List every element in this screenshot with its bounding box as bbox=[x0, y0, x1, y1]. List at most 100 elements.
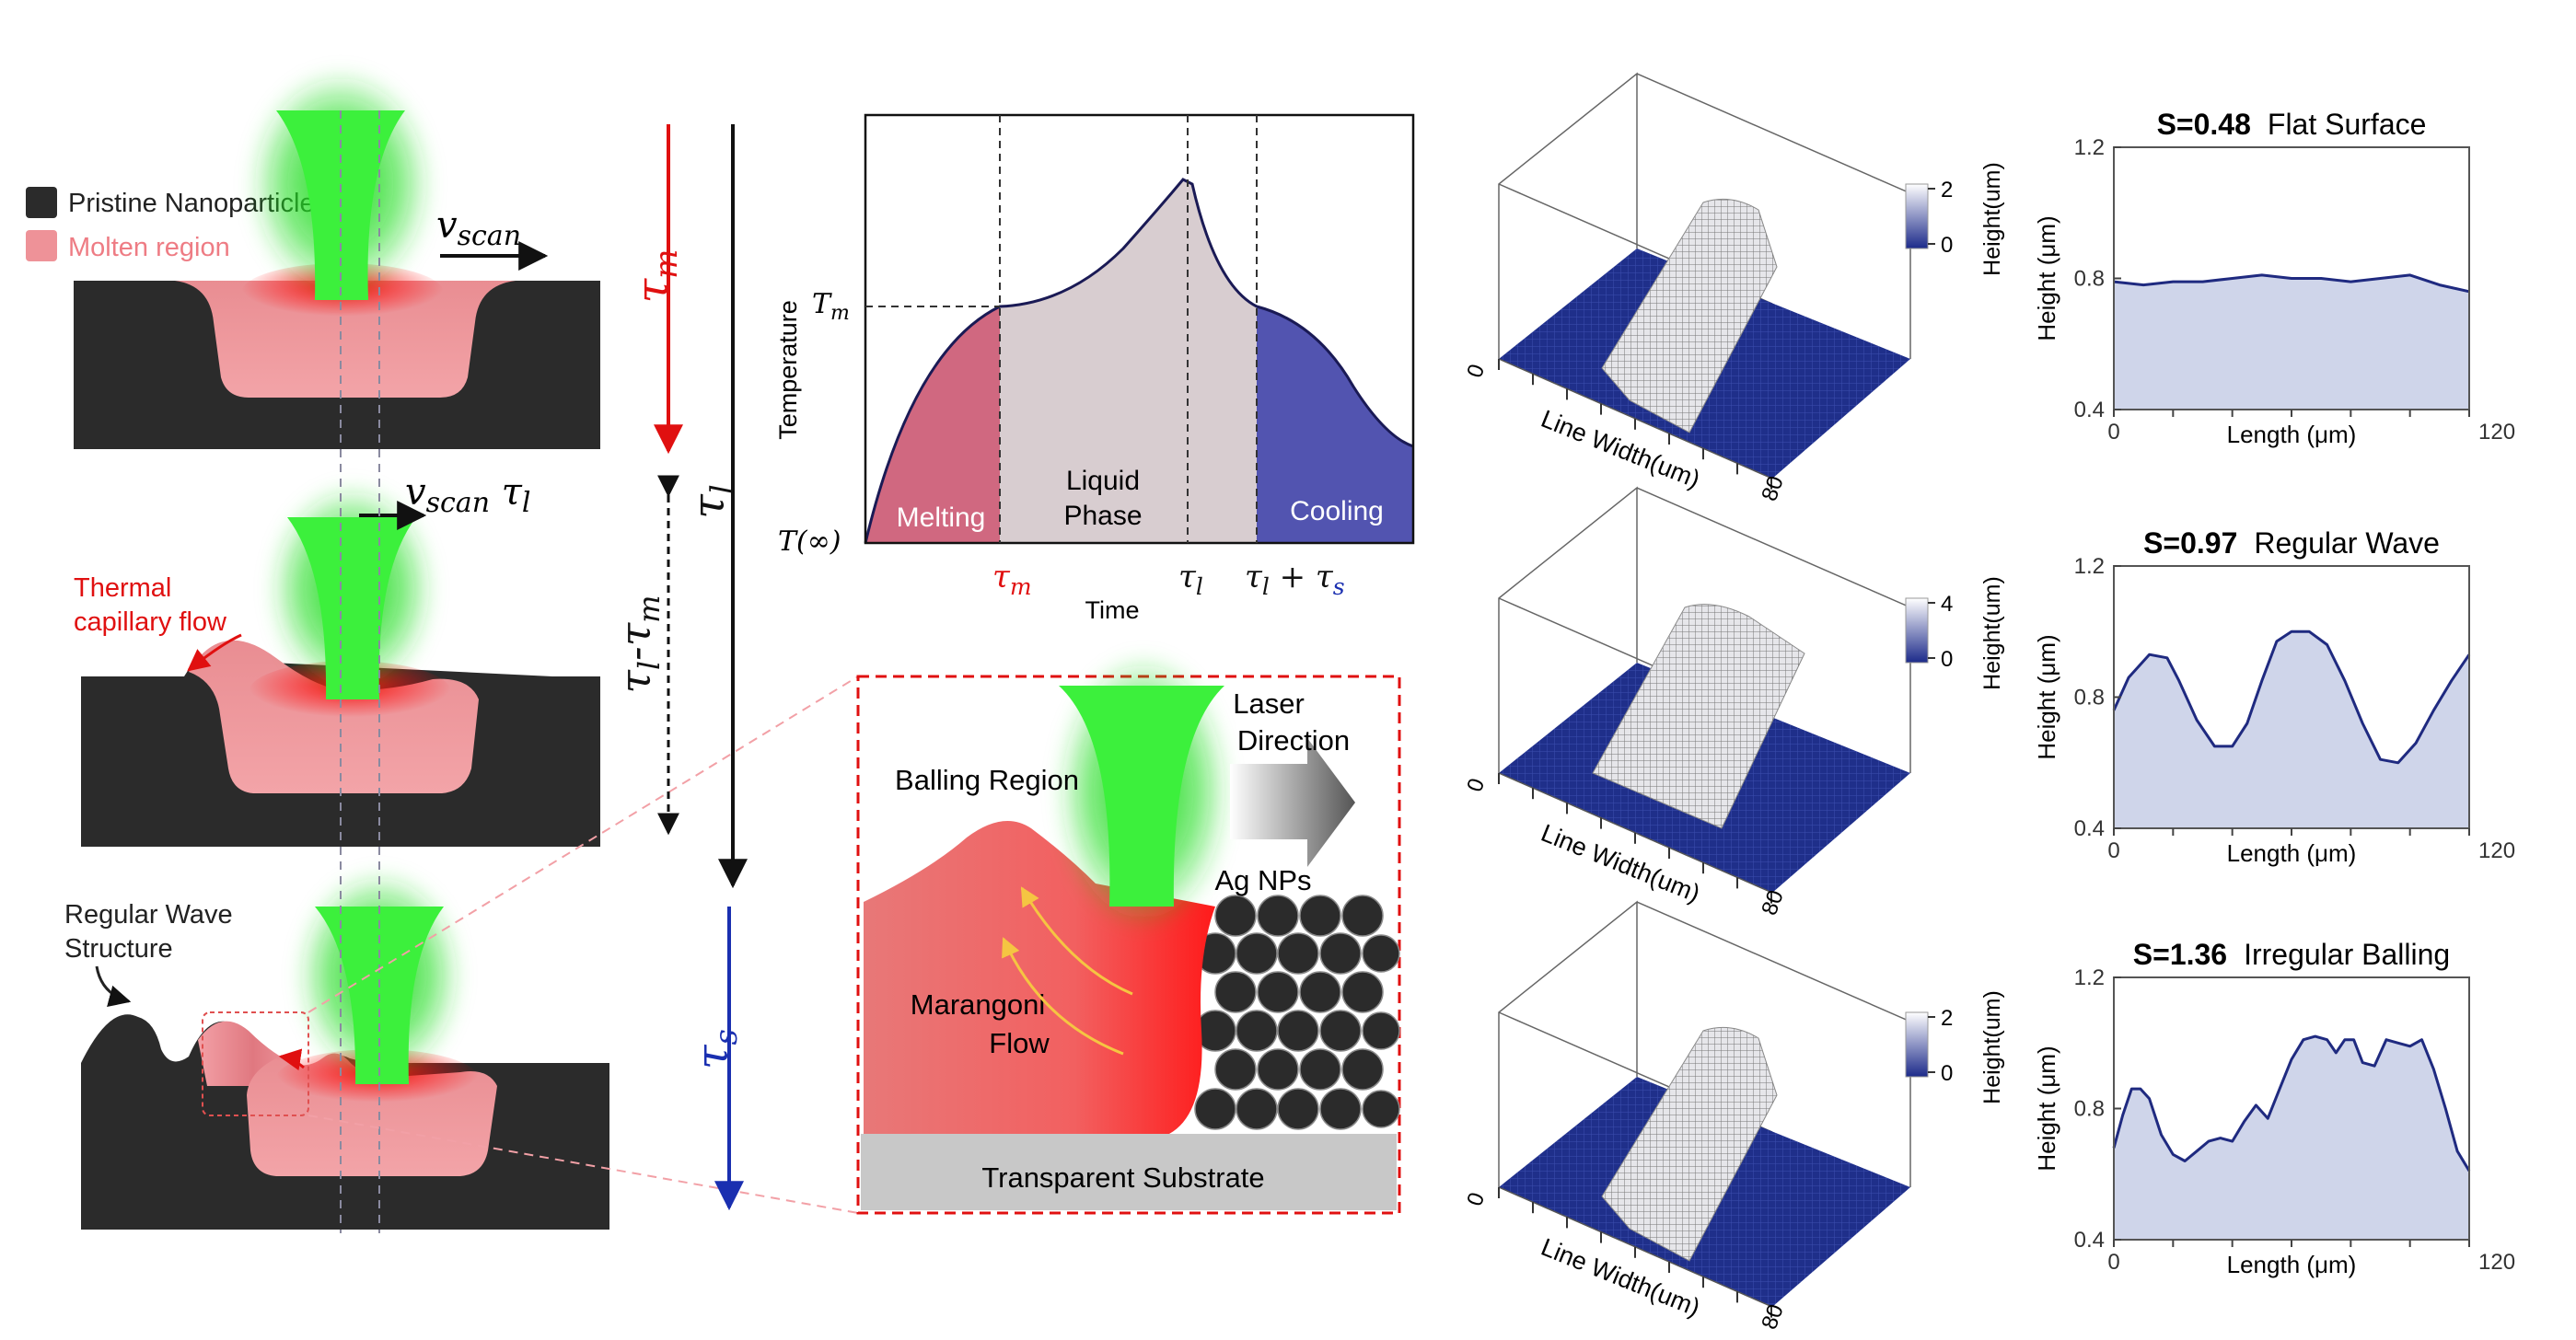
stage-2-laser-beam bbox=[287, 517, 416, 699]
marangoni-label-1: Marangoni bbox=[911, 988, 1045, 1021]
thermal-label-1: Thermal bbox=[74, 573, 171, 603]
vscan-tau-label: vscan τl bbox=[405, 471, 530, 519]
profile-title: S=1.36 Irregular Balling bbox=[2133, 938, 2450, 971]
balling-region-label: Balling Region bbox=[895, 764, 1079, 796]
marangoni-label-2: Flow bbox=[989, 1027, 1050, 1059]
plot-frame bbox=[864, 113, 1415, 545]
marangoni-flow-arrows bbox=[1002, 886, 1133, 1056]
colorbar bbox=[1905, 1011, 1929, 1078]
profile-ylabel: Height (μm) bbox=[2033, 634, 2060, 759]
substrate-bar bbox=[861, 1134, 1397, 1210]
colorbar-min: 0 bbox=[1941, 1061, 1953, 1086]
regular-label-1: Regular Wave bbox=[64, 900, 233, 930]
phase-melting-label: Melting bbox=[897, 502, 986, 533]
y-tick-label: 1.2 bbox=[2074, 965, 2105, 990]
temperature-axis-label: Temperature bbox=[774, 300, 802, 440]
inset-laser-beam bbox=[1059, 686, 1224, 907]
profile-area bbox=[2114, 274, 2469, 410]
stage-3-schematic: Regular Wave Structure bbox=[64, 870, 609, 1230]
profile-xlabel: Length (μm) bbox=[2227, 839, 2357, 867]
temperature-curve bbox=[864, 178, 1414, 544]
profile-s-value: S=0.48 bbox=[2157, 108, 2251, 141]
thermal-flow-arrow bbox=[187, 633, 242, 672]
x-tick-label: 120 bbox=[2478, 420, 2515, 445]
profile-area bbox=[2114, 631, 2469, 828]
melting-area bbox=[865, 306, 1000, 543]
profile-s-value: S=1.36 bbox=[2133, 938, 2227, 971]
colorbar bbox=[1905, 183, 1929, 249]
tau-s-label: τs bbox=[687, 1029, 745, 1069]
x-tick-label: 0 bbox=[2107, 420, 2119, 445]
legend-molten-swatch bbox=[26, 230, 57, 261]
x-tick-tau-ls: τl + τs bbox=[1245, 559, 1345, 600]
stage-2-schematic: vscan τl Thermal capillary flow bbox=[74, 471, 600, 847]
profile-title-text: Irregular Balling bbox=[2244, 938, 2450, 971]
x-tick-tau-m: τm bbox=[992, 559, 1032, 600]
liquid-area bbox=[1000, 179, 1257, 543]
x-tick-tau-l: τl bbox=[1178, 559, 1203, 600]
surface-tick-80: 80 bbox=[1757, 473, 1789, 504]
ag-nps-label: Ag NPs bbox=[1214, 864, 1311, 896]
phase-cooling-label: Cooling bbox=[1290, 496, 1384, 526]
y-tick-label: 0.4 bbox=[2074, 1228, 2105, 1253]
legend-pristine-swatch bbox=[26, 187, 57, 218]
colorbar-max: 4 bbox=[1941, 592, 1953, 617]
profile-ylabel: Height (μm) bbox=[2033, 215, 2060, 341]
laser-direction-label-1: Laser bbox=[1233, 687, 1305, 720]
profile-title-text: Flat Surface bbox=[2268, 108, 2427, 141]
vscan-label: vscan bbox=[436, 204, 521, 252]
surface-tick-80: 80 bbox=[1757, 887, 1789, 918]
y-tick-label: 0.8 bbox=[2074, 267, 2105, 292]
laser-direction-label-2: Direction bbox=[1237, 724, 1350, 757]
profile-xlabel: Length (μm) bbox=[2227, 421, 2357, 448]
stage-3-flow-arrow bbox=[278, 1048, 305, 1071]
y-tick-label: 1.2 bbox=[2074, 554, 2105, 579]
phase-liquid-label-2: Phase bbox=[1063, 501, 1142, 531]
tau-m-label: τm bbox=[627, 249, 685, 304]
timeline: τm τl τl-τm τs bbox=[610, 124, 748, 1211]
cooling-area bbox=[1257, 306, 1413, 543]
y-tick-label: 0.8 bbox=[2074, 686, 2105, 710]
surface-tick-80: 80 bbox=[1757, 1301, 1789, 1333]
colorbar-min: 0 bbox=[1941, 233, 1953, 258]
x-tick-label: 120 bbox=[2478, 1250, 2515, 1275]
time-axis-label: Time bbox=[1085, 596, 1140, 624]
colorbar bbox=[1905, 597, 1929, 664]
tm-label: Tm bbox=[812, 288, 850, 325]
y-tick-label: 0.8 bbox=[2074, 1097, 2105, 1122]
surface-tick-0: 0 bbox=[1462, 361, 1490, 381]
profile-area bbox=[2114, 1036, 2469, 1240]
profile-title-text: Regular Wave bbox=[2254, 526, 2440, 560]
colorbar-max: 2 bbox=[1941, 1006, 1953, 1031]
thermal-label-2: capillary flow bbox=[74, 607, 227, 637]
substrate-label: Transparent Substrate bbox=[981, 1161, 1264, 1194]
laser-direction-arrow bbox=[1230, 738, 1355, 867]
ag-nanoparticles bbox=[1194, 895, 1400, 1130]
colorbar-label: Height(um) bbox=[1979, 576, 2005, 690]
colorbar-max: 2 bbox=[1941, 178, 1953, 202]
regular-arrow bbox=[95, 965, 132, 1008]
stage-3-zoom-box bbox=[202, 1011, 309, 1116]
profile-ylabel: Height (μm) bbox=[2033, 1045, 2060, 1171]
y-tick-label: 0.4 bbox=[2074, 398, 2105, 422]
phase-liquid-label-1: Liquid bbox=[1066, 466, 1140, 496]
profile-title: S=0.48 Flat Surface bbox=[2157, 108, 2427, 141]
legend-molten-label: Molten region bbox=[68, 233, 230, 262]
surface-tick-0: 0 bbox=[1462, 1189, 1490, 1209]
profile-xlabel: Length (μm) bbox=[2227, 1251, 2357, 1278]
x-tick-label: 120 bbox=[2478, 838, 2515, 863]
tinf-label: T(∞) bbox=[778, 526, 841, 558]
colorbar-label: Height(um) bbox=[1979, 162, 2005, 276]
temperature-plot: Temperature Time Tm T(∞) Melting Liquid … bbox=[774, 113, 1415, 624]
guide-lines bbox=[340, 110, 380, 1233]
colorbar-min: 0 bbox=[1941, 647, 1953, 672]
